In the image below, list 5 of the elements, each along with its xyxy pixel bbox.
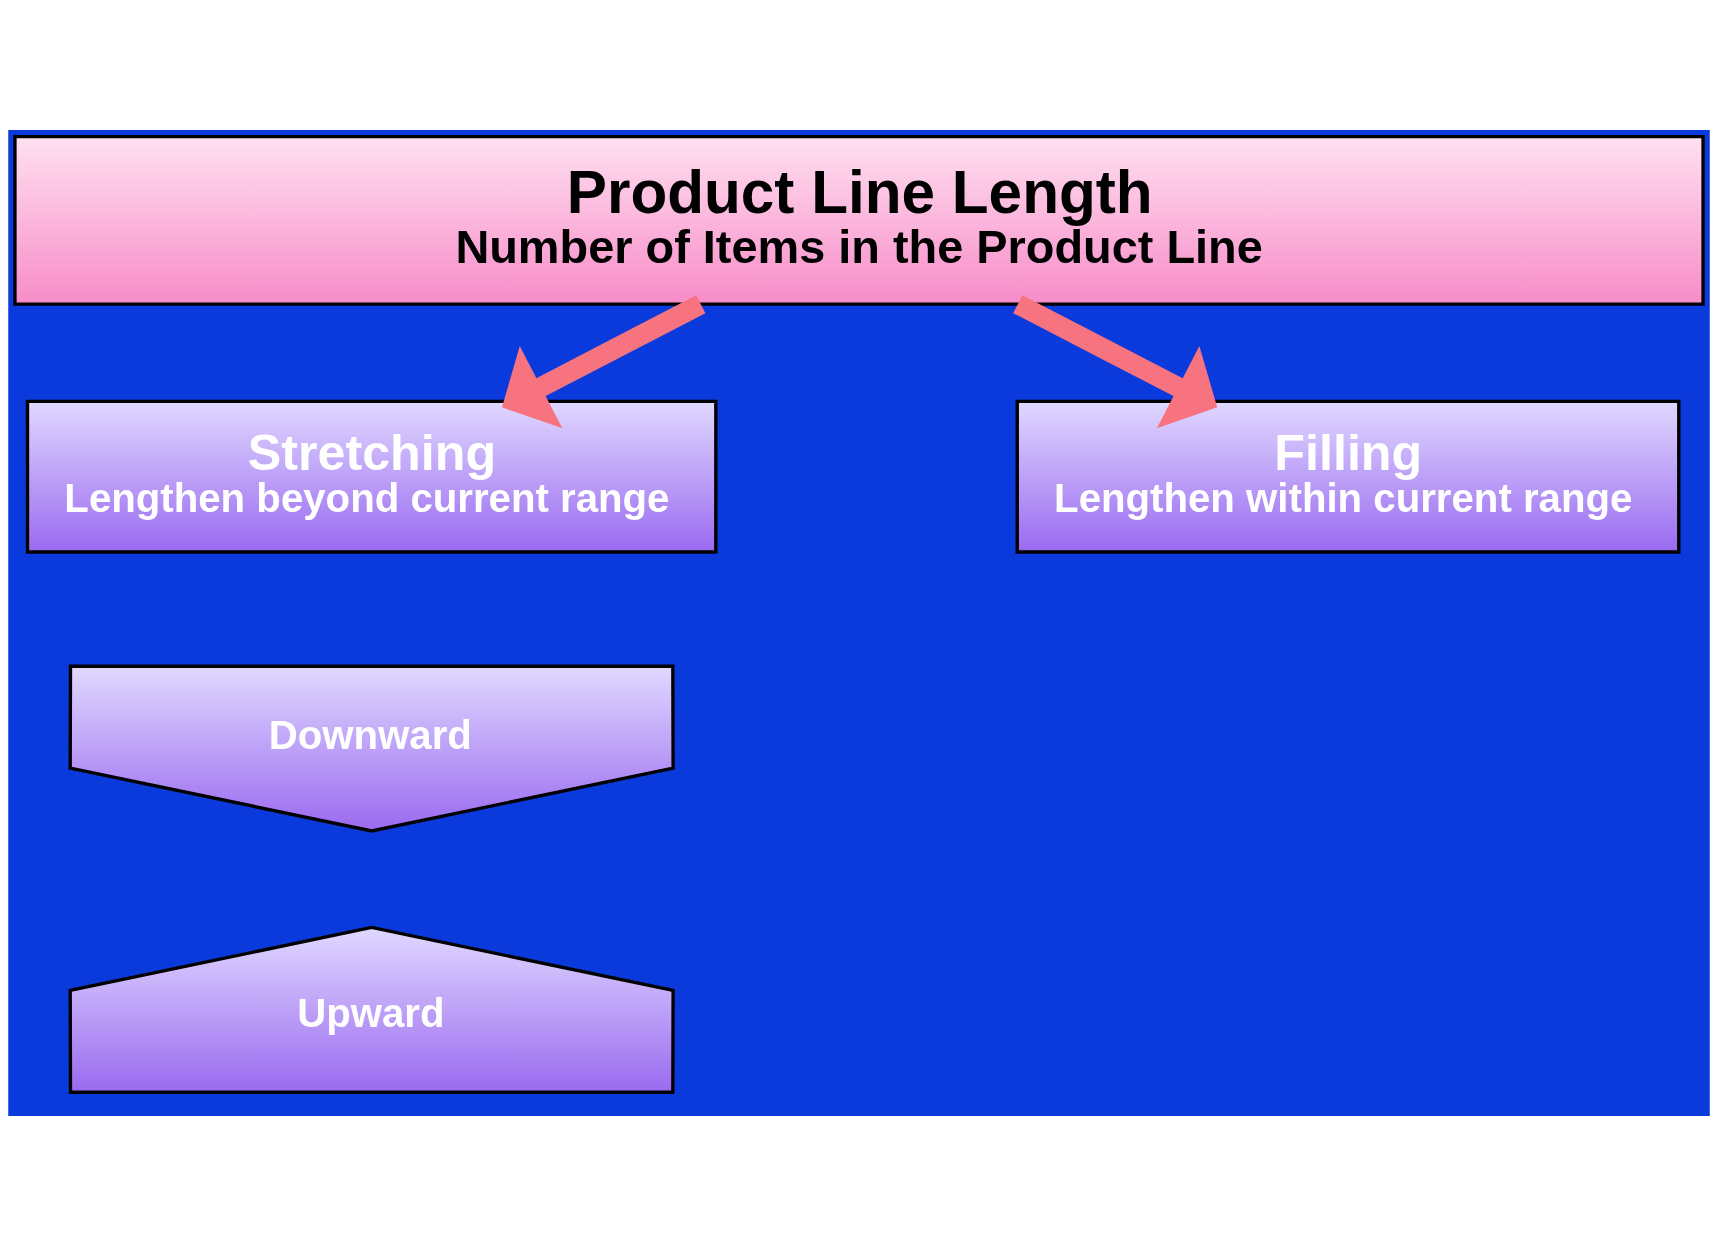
node-box: Product Line Length Number of Items in the Product Line xyxy=(13,135,1705,306)
node-box: Filling Lengthen within current range xyxy=(1015,399,1681,554)
arrow xyxy=(1013,295,1218,429)
arrow xyxy=(501,295,706,429)
node-box: Stretching Lengthen beyond current range xyxy=(25,399,718,554)
